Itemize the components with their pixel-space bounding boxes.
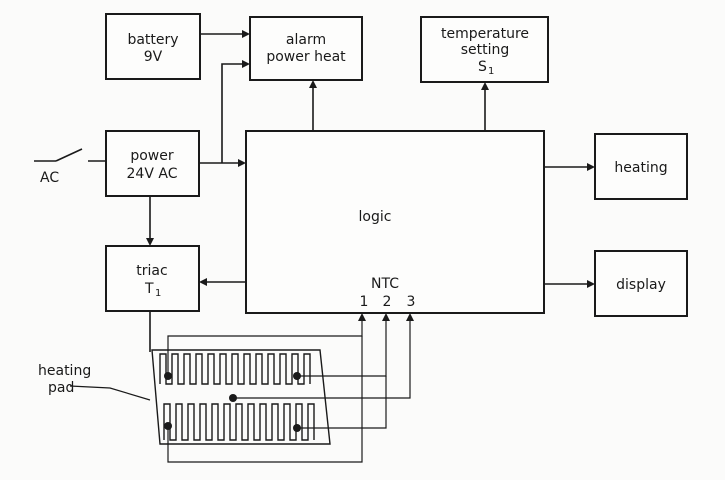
arrowhead-icon [199,278,207,286]
triac-symbol-subscript: 1 [155,288,161,299]
heating-pad-label-line2: pad [48,380,74,396]
arrowhead-icon [587,163,595,171]
alarm-block [249,16,363,81]
display-label: display [616,277,666,293]
heating-pad-outline [151,349,331,445]
ntc-pin-3-label: 3 [407,294,416,310]
arrowhead-icon [481,82,489,90]
battery-block [105,13,201,80]
temperature-symbol-subscript: 1 [488,66,494,77]
heating-pad-label-line1: heating [38,363,91,379]
arrowhead-icon [238,159,246,167]
arrowhead-icon [358,313,366,321]
heating-element-lower [163,403,315,441]
temperature-setting-block [420,16,549,83]
ac-label: AC [40,170,59,186]
temperature-symbol: S [478,59,487,75]
ntc-wire-pin3 [233,321,411,399]
logic-block [245,130,545,314]
ntc-wire-pin1-b [167,336,363,463]
power-label-line2: 24V AC [127,166,178,182]
ntc-wire-pin1-a [167,321,363,376]
heating-block [594,133,688,200]
alarm-label-line2: power heat [266,49,346,65]
arrowhead-icon [242,30,250,38]
arrowhead-icon [406,313,414,321]
ntc-wire-pin2-b [297,376,387,429]
triac-label-line1: triac [136,263,167,279]
ntc-label: NTC [371,276,399,292]
heating-label: heating [614,160,667,176]
ntc-pin-2-label: 2 [383,294,392,310]
triac-symbol: T [144,281,154,297]
heating-pad [151,349,331,445]
alarm-label-line1: alarm [286,32,326,48]
power-label-line1: power [130,148,174,164]
arrowhead-icon [242,60,250,68]
arrowhead-icon [587,280,595,288]
temperature-label-line1: temperature [441,26,529,42]
battery-label-line2: 9V [144,49,163,65]
logic-label: logic [359,209,392,225]
temperature-label-line2: setting [461,42,510,58]
ntc-wiring [167,313,414,463]
triac-block [105,245,200,312]
ac-switch [34,148,106,162]
arrowhead-icon [146,238,154,246]
battery-label-line1: battery [127,32,178,48]
heating-pad-pointer-line [69,385,151,401]
arrowhead-icon [309,80,317,88]
heating-element-upper [159,353,311,385]
power-to-alarm-line [221,63,243,163]
display-block [594,250,688,317]
arrowhead-icon [382,313,390,321]
ntc-pin-1-label: 1 [360,294,369,310]
